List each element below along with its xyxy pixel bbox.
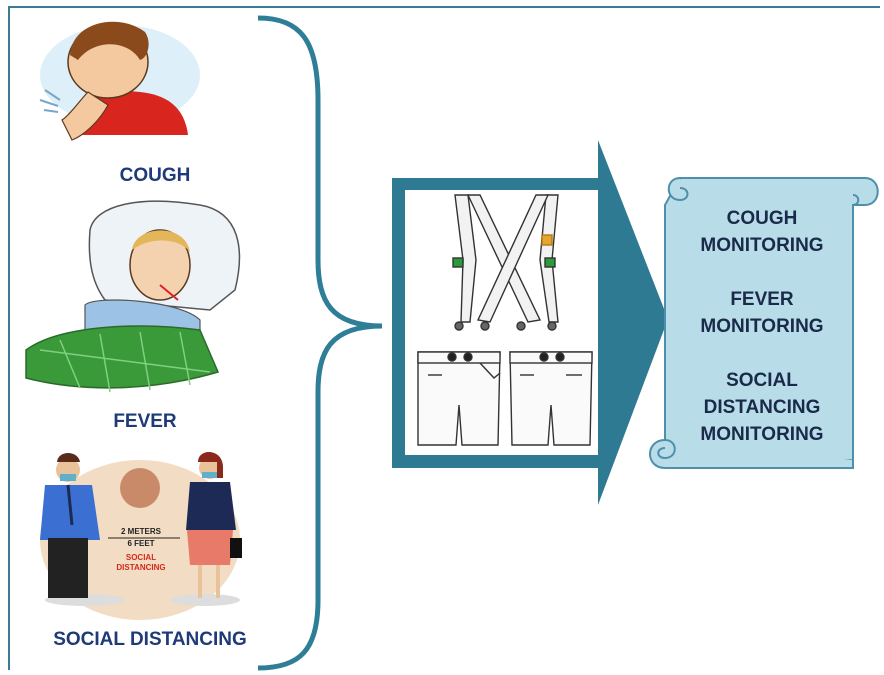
- sign-distance-line2: 6 FEET: [127, 539, 155, 548]
- monitoring-fever-line2: MONITORING: [700, 316, 824, 337]
- social-distancing-icon: [40, 451, 242, 620]
- curly-brace: [257, 15, 383, 671]
- monitoring-social-line2: DISTANCING: [703, 397, 821, 418]
- monitoring-item-social-distancing: SOCIAL DISTANCING MONITORING: [672, 367, 852, 448]
- monitoring-item-cough: COUGH MONITORING: [672, 205, 852, 259]
- monitoring-fever-line1: FEVER: [730, 289, 794, 310]
- shorts-icon: [417, 351, 593, 446]
- fever-boy-icon: [25, 200, 241, 393]
- suspenders-icon: [452, 194, 559, 331]
- arrow-icon: [392, 140, 668, 505]
- sign-caption-line2: DISTANCING: [116, 563, 166, 572]
- monitoring-social-line3: MONITORING: [700, 424, 824, 445]
- diagram-frame: [8, 6, 880, 670]
- monitoring-cough-line1: COUGH: [726, 208, 798, 229]
- sign-caption-line1: SOCIAL: [125, 553, 157, 562]
- label-social-distancing: SOCIAL DISTANCING: [53, 629, 247, 650]
- monitoring-social-line1: SOCIAL: [726, 370, 798, 391]
- sign-distance-line1: 2 METERS: [120, 527, 161, 536]
- label-fever: FEVER: [113, 411, 177, 432]
- scroll-icon: [649, 177, 879, 469]
- label-cough: COUGH: [119, 165, 191, 186]
- monitoring-list: COUGH MONITORING FEVER MONITORING SOCIAL…: [672, 205, 852, 448]
- monitoring-item-fever: FEVER MONITORING: [672, 286, 852, 340]
- coughing-boy-icon: [39, 21, 200, 141]
- monitoring-cough-line2: MONITORING: [700, 235, 824, 256]
